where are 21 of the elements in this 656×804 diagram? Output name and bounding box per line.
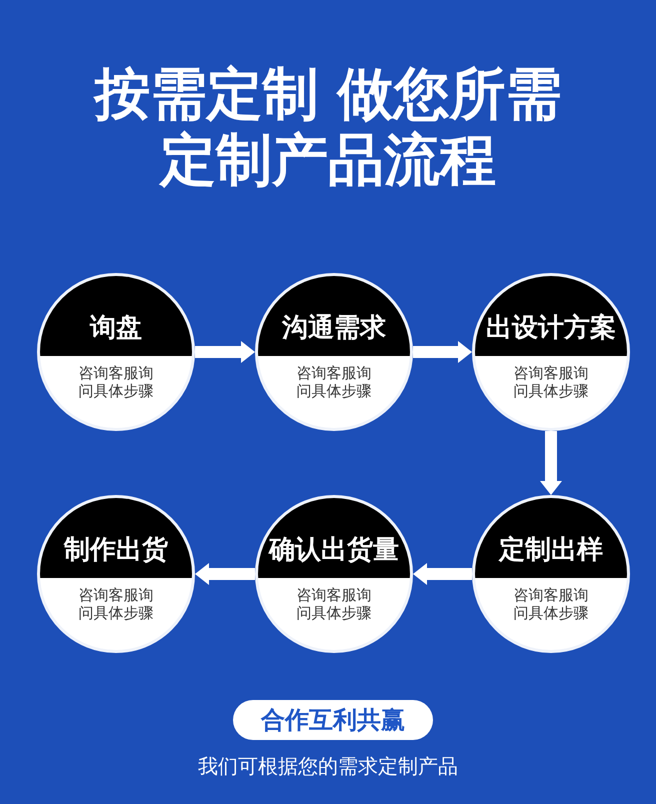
arrow	[540, 431, 562, 495]
step-title: 出设计方案	[486, 313, 616, 343]
step-description: 咨询客服询问具体步骤	[78, 364, 154, 400]
banner-text: 合作互利共赢	[261, 705, 405, 735]
arrow	[413, 563, 472, 585]
step-description: 咨询客服询问具体步骤	[512, 586, 590, 622]
step-title: 制作出货	[64, 535, 168, 565]
arrow	[413, 341, 472, 363]
step-title: 定制出样	[499, 535, 603, 565]
step-title: 沟通需求	[282, 313, 386, 343]
step-description: 咨询客服询问具体步骤	[78, 586, 154, 622]
step-description: 咨询客服询问具体步骤	[296, 364, 372, 400]
step-description: 咨询客服询问具体步骤	[512, 364, 590, 400]
step-title: 询盘	[90, 313, 142, 343]
arrow	[195, 563, 255, 585]
step-description: 咨询客服询问具体步骤	[296, 586, 372, 622]
pill-banner	[233, 700, 433, 740]
step-title: 确认出货量	[269, 535, 399, 565]
subtitle-text: 我们可根据您的需求定制产品	[198, 753, 458, 780]
main-title: 按需定制 做您所需定制产品流程	[92, 62, 563, 194]
arrow	[195, 341, 255, 363]
